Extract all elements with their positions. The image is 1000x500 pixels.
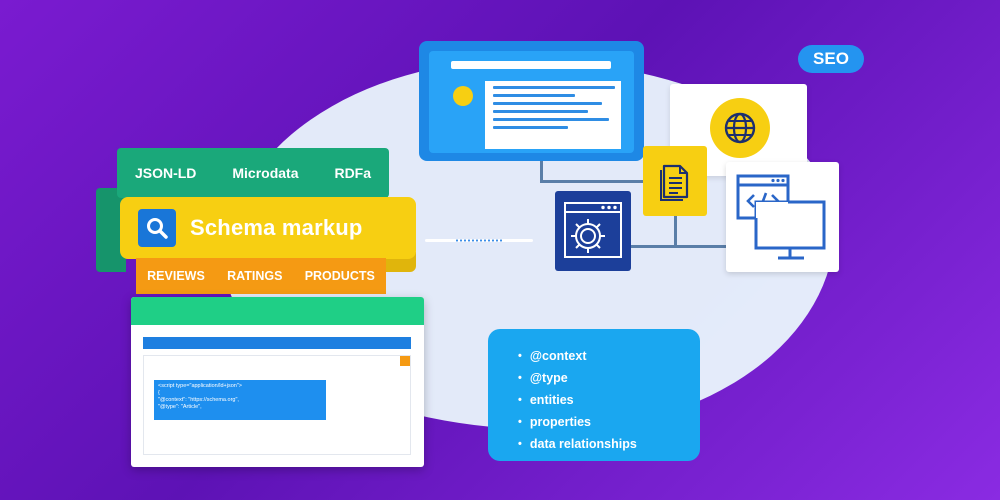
code-window-toolbar (143, 337, 411, 349)
tree-line (540, 160, 543, 182)
code-line: { (158, 390, 160, 396)
connector-dots (455, 239, 503, 242)
globe-icon (710, 98, 770, 158)
tree-line (540, 180, 645, 183)
format-microdata: Microdata (232, 165, 299, 181)
format-rdfa: RDFa (334, 165, 372, 181)
code-corner-marker (400, 356, 410, 366)
globe-card (670, 84, 807, 176)
format-ribbon: JSON-LD Microdata RDFa (117, 148, 389, 198)
tree-line (674, 214, 677, 248)
category-band: REVIEWS RATINGS PRODUCTS (136, 258, 386, 294)
list-item: entities (518, 389, 700, 411)
website-content-panel (485, 81, 621, 149)
website-window (419, 41, 644, 161)
code-line: "@type": "Article", (158, 404, 202, 410)
category-reviews: REVIEWS (147, 269, 205, 283)
website-screen (429, 51, 634, 153)
schema-markup-banner: Schema markup (120, 197, 416, 259)
document-icon (643, 146, 707, 216)
schema-markup-title: Schema markup (190, 215, 363, 240)
code-monitor-icon (726, 162, 839, 272)
search-icon (138, 209, 176, 247)
schema-properties-list: @context @type entities properties data … (518, 345, 700, 455)
website-topbar (451, 61, 611, 69)
category-products: PRODUCTS (304, 269, 375, 283)
code-editor: <script type="application/ld+json"> { "@… (143, 355, 411, 455)
code-window-header (131, 297, 424, 325)
list-item: @context (518, 345, 700, 367)
tree-line (630, 245, 728, 248)
category-ratings: RATINGS (227, 269, 283, 283)
format-json-ld: JSON-LD (134, 165, 197, 181)
code-window: <script type="application/ld+json"> { "@… (131, 297, 424, 467)
list-item: properties (518, 411, 700, 433)
gear-window-icon (555, 191, 631, 271)
code-line: <script type="application/ld+json"> (158, 383, 243, 389)
list-item: @type (518, 367, 700, 389)
code-line: "@context": "https://schema.org", (158, 397, 239, 403)
list-item: data relationships (518, 433, 700, 455)
json-ld-snippet: <script type="application/ld+json"> { "@… (154, 380, 326, 420)
website-image-dot (453, 86, 473, 106)
seo-badge: SEO (798, 45, 864, 73)
schema-properties-card: @context @type entities properties data … (488, 329, 700, 461)
